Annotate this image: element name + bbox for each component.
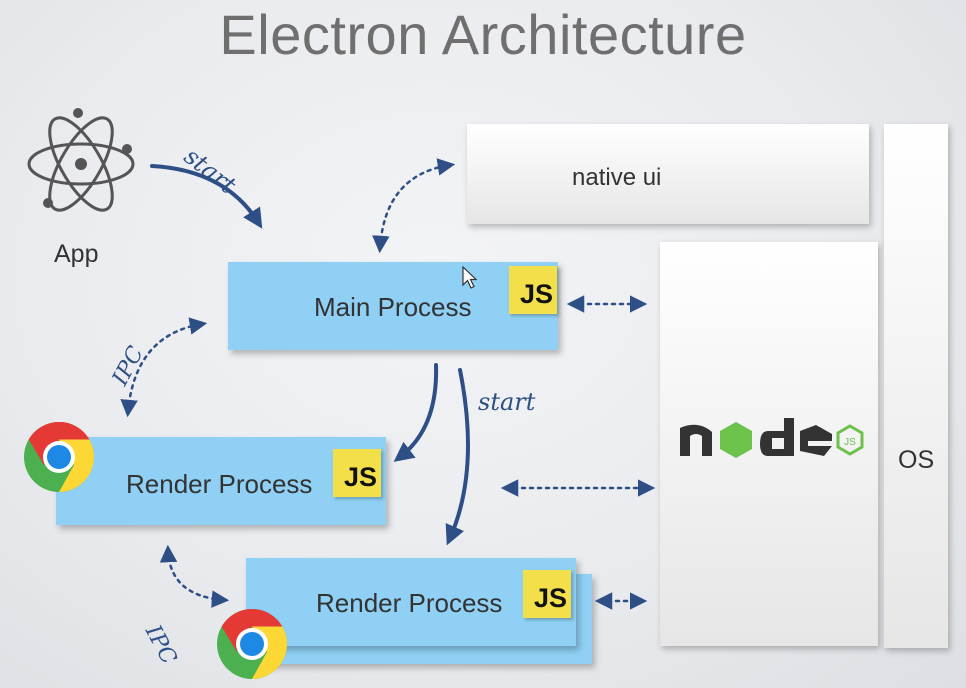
arrow-main-native xyxy=(372,158,456,254)
render-process-1-box: Render Process JS xyxy=(56,437,386,525)
ipc-arrow-top xyxy=(120,317,208,418)
native-ui-box: native ui xyxy=(467,124,869,224)
render-process-1-label: Render Process xyxy=(126,469,313,499)
chrome-icon xyxy=(217,609,287,679)
render-process-1-js-text: JS xyxy=(343,462,377,492)
render-process-2-js-text: JS xyxy=(533,583,567,613)
diagram-title: Electron Architecture xyxy=(219,3,747,66)
render-process-2-label: Render Process xyxy=(316,588,503,618)
os-box: OS xyxy=(884,124,948,648)
start-arrow-main-to-render2 xyxy=(445,368,470,546)
electron-app-icon xyxy=(27,108,135,212)
app-label: App xyxy=(54,240,99,268)
nodejs-logo-icon: JS xyxy=(680,418,864,458)
svg-text:JS: JS xyxy=(844,437,856,448)
main-process-box: Main Process JS xyxy=(228,262,558,350)
os-label: OS xyxy=(898,446,935,474)
render-process-2-js-badge: JS xyxy=(523,570,571,618)
start-annotation-right: start xyxy=(478,388,536,416)
main-process-label: Main Process xyxy=(314,292,472,322)
start-arrow-app-to-main xyxy=(150,164,263,229)
chrome-icon xyxy=(24,422,94,492)
ipc-arrow-bottom xyxy=(159,544,230,608)
render-process-2-box: Render Process JS xyxy=(246,558,576,646)
main-process-js-badge: JS xyxy=(509,266,557,314)
main-process-js-text: JS xyxy=(519,279,553,309)
native-ui-label: native ui xyxy=(572,164,662,191)
nodejs-logo: JS node xyxy=(676,414,871,464)
mouse-cursor-icon xyxy=(462,266,478,289)
arrow-main-to-render1 xyxy=(393,363,439,462)
render-process-1-js-badge: JS xyxy=(333,449,381,497)
